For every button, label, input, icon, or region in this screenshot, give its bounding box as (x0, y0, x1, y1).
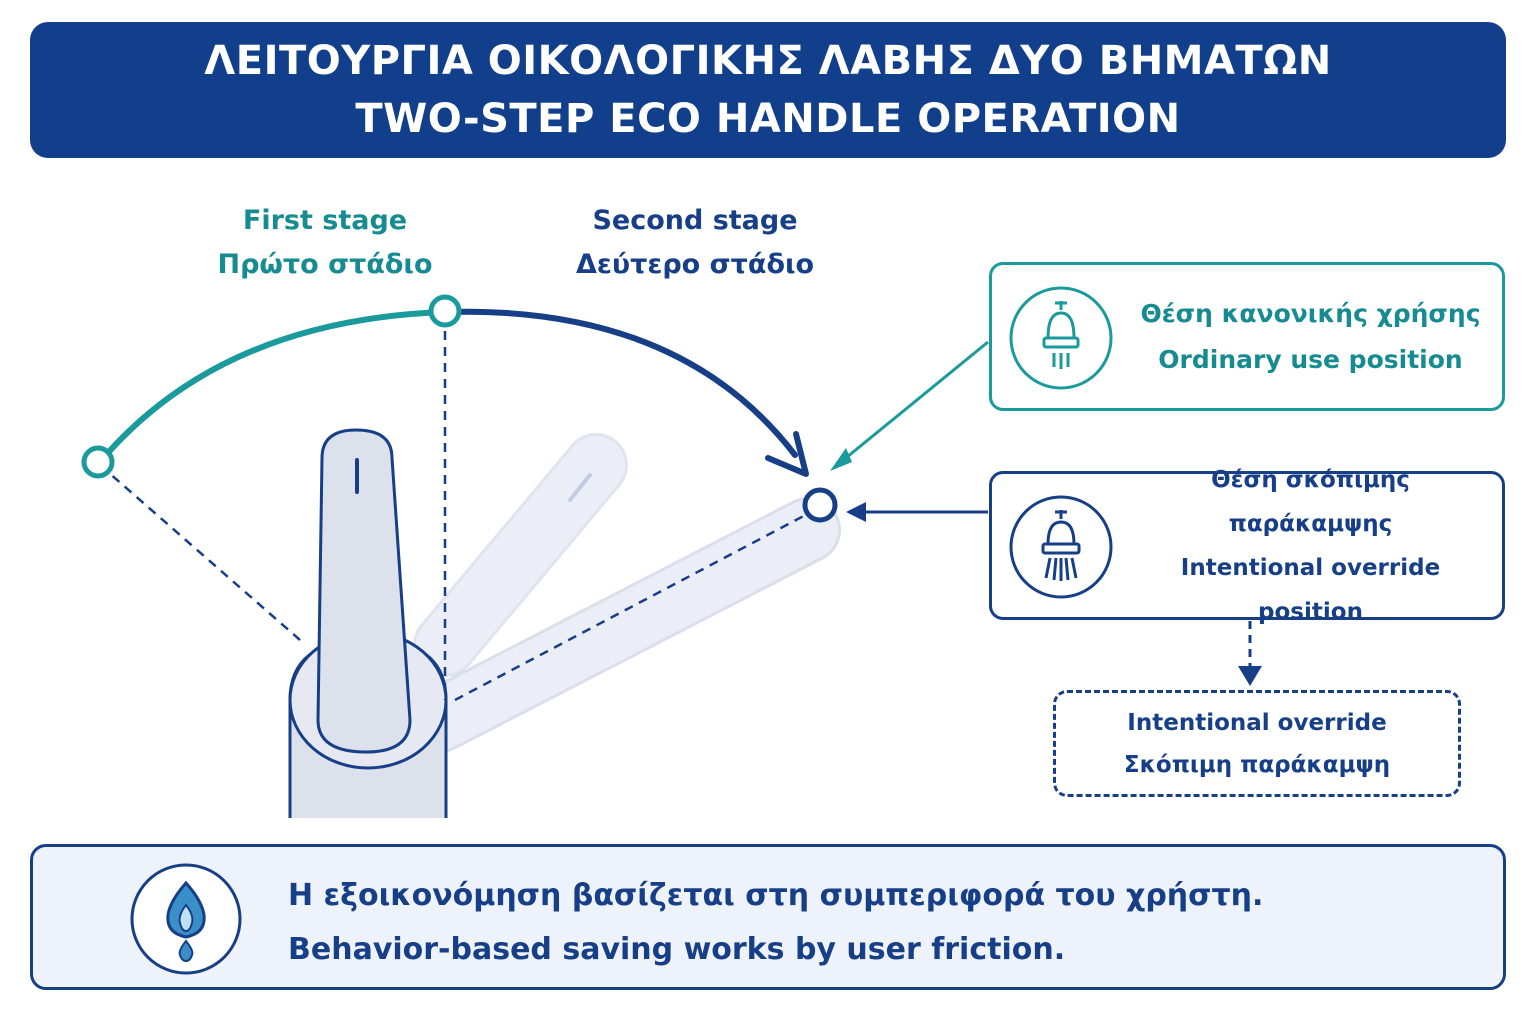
ghost-handle-override (407, 497, 841, 753)
footer-note: Η εξοικονόμηση βασίζεται στη συμπεριφορά… (30, 844, 1506, 990)
first-stage-english: First stage (242, 205, 408, 236)
flame-water-drop-icon (130, 863, 242, 975)
override-pointer-arrow (846, 502, 988, 522)
second-stage-arc (442, 308, 798, 458)
override-position-box: Θέση σκόπιμης παράκαμψης Intentional ove… (989, 467, 1505, 625)
title-greek: ΛΕΙΤΟΥΡΓΙΑ ΟΙΚΟΛΟΓΙΚΗΣ ΛΑΒΗΣ ΔΥΟ ΒΗΜΑΤΩΝ (204, 38, 1332, 84)
override-position-greek: Θέση σκόπιμης παράκαμψης (1211, 466, 1410, 537)
handle-upright (316, 428, 412, 754)
second-stage-greek: Δεύτερο στάδιο (575, 249, 815, 280)
footer-greek: Η εξοικονόμηση βασίζεται στη συμπεριφορά… (288, 878, 1264, 913)
ordinary-position-english: Ordinary use position (1158, 344, 1463, 374)
second-stage-label: Second stage Δεύτερο στάδιο (560, 199, 830, 287)
ordinary-pointer-arrow (830, 340, 989, 471)
result-english: Intentional override (1127, 709, 1387, 736)
second-stage-english: Second stage (592, 205, 798, 236)
first-stage-greek: Πρώτο στάδιο (217, 249, 433, 280)
first-stage-node (428, 294, 462, 328)
intentional-override-result-box: Intentional override Σκόπιμη παράκαμψη (1053, 690, 1461, 797)
first-stage-arc (97, 309, 448, 465)
title-english: TWO-STEP ECO HANDLE OPERATION (355, 96, 1181, 142)
second-stage-node (802, 487, 838, 523)
ordinary-position-greek: Θέση κανονικής χρήσης (1140, 298, 1481, 328)
footer-english: Behavior-based saving works by user fric… (288, 932, 1066, 967)
shower-head-icon (1009, 286, 1113, 390)
guide-line-second-stage (454, 508, 816, 702)
title-banner: ΛΕΙΤΟΥΡΓΙΑ ΟΙΚΟΛΟΓΙΚΗΣ ΛΑΒΗΣ ΔΥΟ ΒΗΜΑΤΩΝ… (30, 22, 1506, 158)
first-stage-label: First stage Πρώτο στάδιο (200, 199, 450, 287)
guide-line-start (99, 464, 301, 641)
ghost-handle-intermediate (413, 433, 628, 677)
ordinary-position-box: Θέση κανονικής χρήσης Ordinary use posit… (989, 262, 1505, 411)
result-greek: Σκόπιμη παράκαμψη (1123, 751, 1391, 778)
override-position-english: Intentional override position (1180, 554, 1441, 625)
result-dashed-arrow (1238, 621, 1262, 686)
start-node (81, 445, 115, 479)
shower-head-icon (1009, 495, 1113, 599)
second-stage-arrowhead (765, 431, 809, 477)
